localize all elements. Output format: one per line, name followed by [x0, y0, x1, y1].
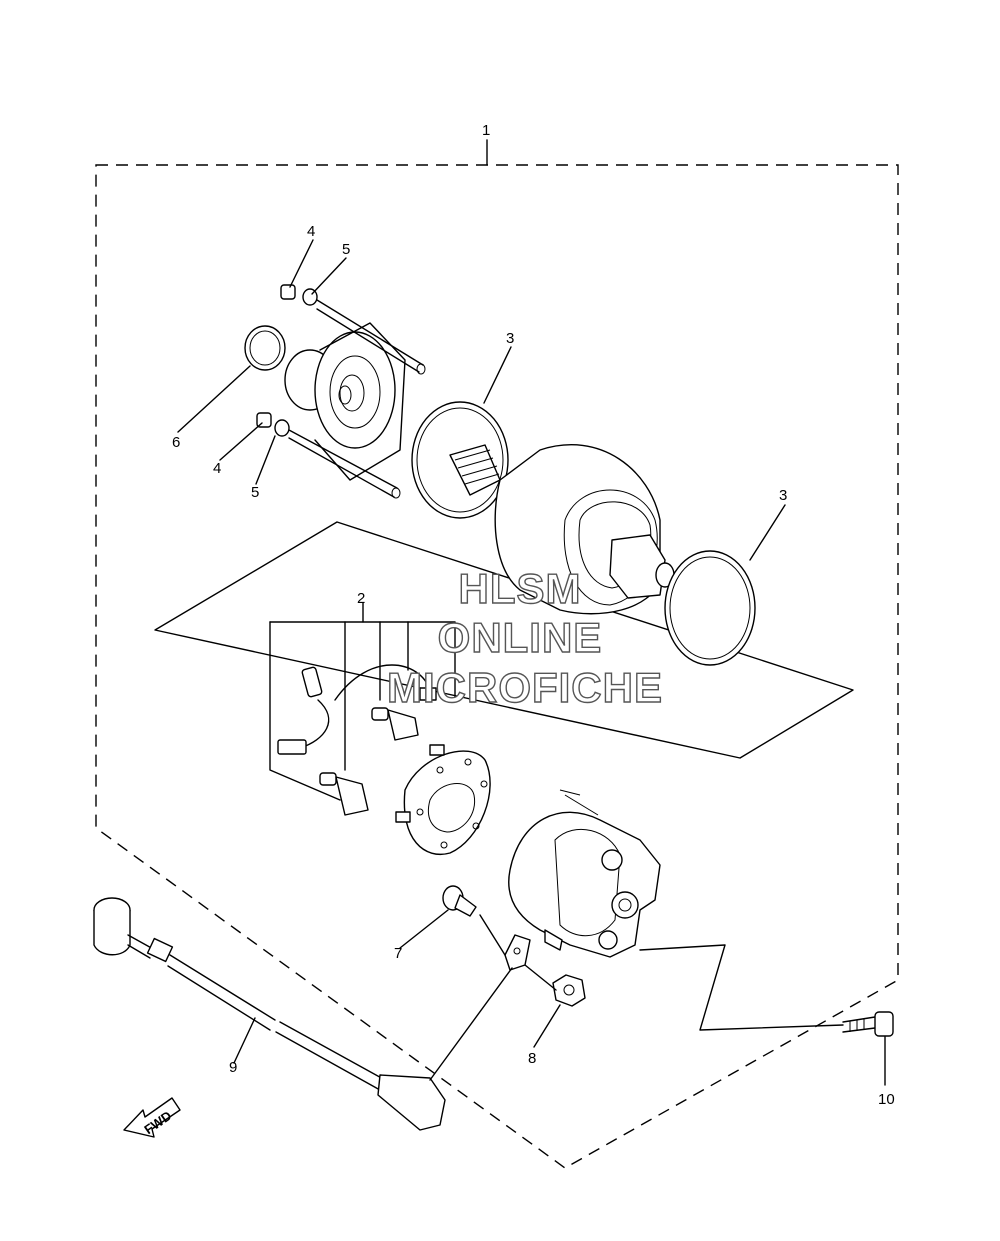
brush-upper [371, 707, 419, 741]
o-ring-6 [244, 325, 286, 371]
o-ring-3-right [664, 550, 756, 666]
rear-cover [508, 789, 661, 958]
callout-3-upper: 3 [506, 330, 514, 347]
terminal-lug [504, 934, 531, 971]
callout-4-upper: 4 [307, 223, 315, 240]
brush-plate [395, 744, 491, 855]
callout-2: 2 [357, 590, 365, 607]
watermark-line-2: ONLINE [438, 614, 603, 661]
watermark-line-3: MICROFICHE [387, 664, 663, 711]
through-bolt-upper [280, 284, 426, 375]
bolt-7 [442, 885, 477, 917]
assembly-boundary [95, 164, 899, 1169]
brush-lower [319, 772, 369, 816]
starter-cable-9 [93, 897, 446, 1131]
fwd-arrow-icon: FWD [123, 1097, 181, 1138]
callout-9: 9 [229, 1059, 237, 1076]
through-bolt-lower [256, 412, 401, 499]
callout-6: 6 [172, 434, 180, 451]
callout-7: 7 [394, 945, 402, 962]
mounting-plane [154, 521, 854, 759]
front-cover [284, 322, 406, 481]
nut-8 [552, 974, 586, 1007]
callout-10: 10 [878, 1091, 895, 1108]
watermark-line-1: HLSM [459, 565, 582, 612]
brush-lead-wire [277, 664, 437, 755]
bolt-10 [842, 1011, 894, 1037]
leader-lines [177, 139, 886, 1086]
callout-1: 1 [482, 122, 490, 139]
callout-8: 8 [528, 1050, 536, 1067]
callout-5-lower: 5 [251, 484, 259, 501]
motor-armature-body [449, 444, 675, 615]
callout-3-right: 3 [779, 487, 787, 504]
brush-holder-box [269, 621, 456, 801]
callout-5-upper: 5 [342, 241, 350, 258]
callout-4-lower: 4 [213, 460, 221, 477]
watermark: HLSM ONLINE MICROFICHE [386, 564, 663, 711]
